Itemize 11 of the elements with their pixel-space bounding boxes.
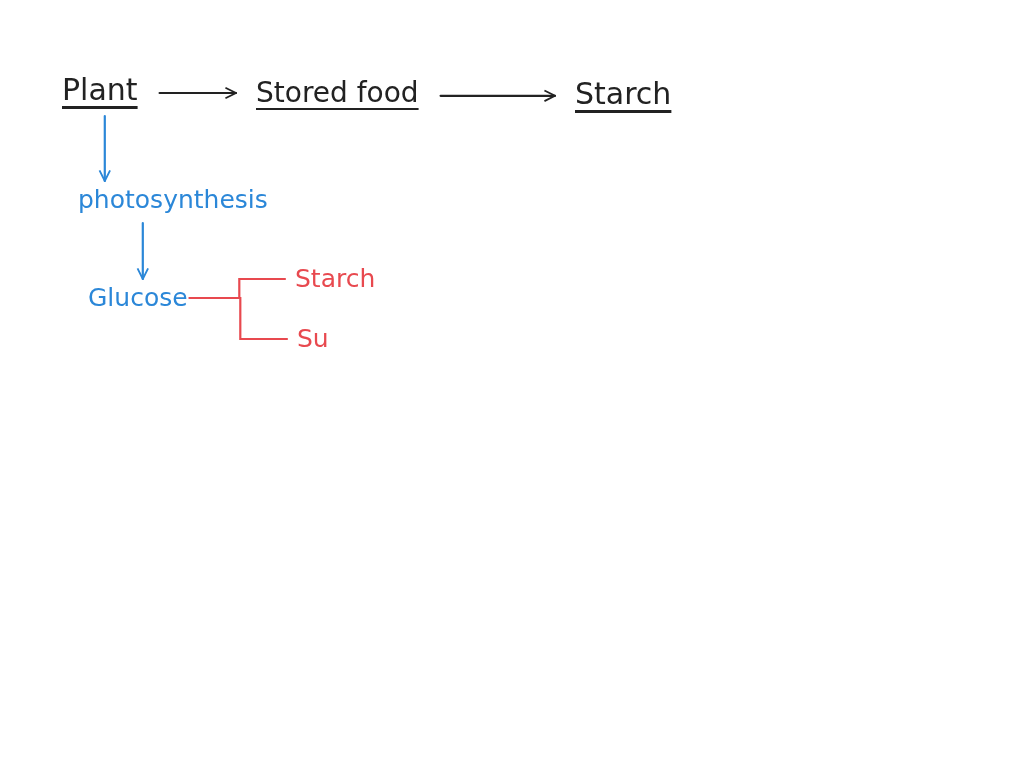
node-label: Plant — [62, 72, 138, 108]
node-label: photosynthesis — [78, 185, 268, 215]
arrow — [136, 221, 149, 281]
arrow — [439, 89, 557, 102]
node-label: Starch — [575, 76, 672, 112]
arrow — [158, 86, 238, 100]
arrow — [98, 114, 111, 183]
node-label: Stored food — [256, 76, 419, 110]
node-label: Glucose — [88, 283, 188, 313]
node-label: Starch — [295, 264, 376, 294]
node-label: Su — [297, 324, 329, 354]
